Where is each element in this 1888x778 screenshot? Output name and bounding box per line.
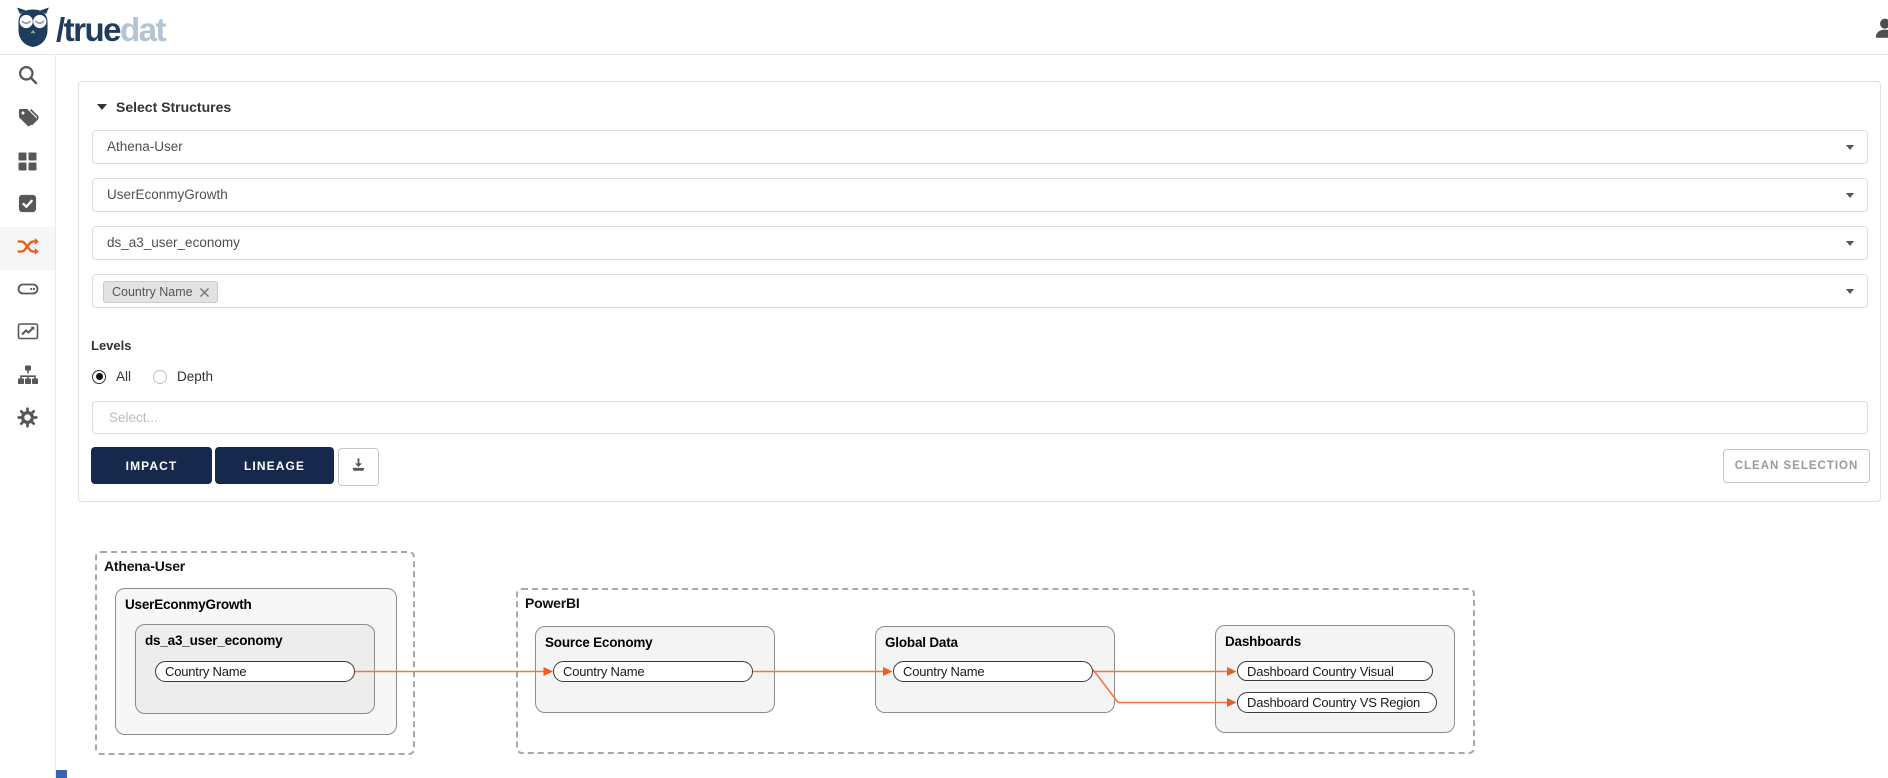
collapse-caret-icon — [97, 104, 107, 110]
graph-field-country-name-source[interactable]: Country Name — [553, 661, 753, 682]
app-header: /truedat — [0, 0, 1888, 55]
sidebar-item-search[interactable] — [0, 56, 55, 99]
graph-node-usereconmygrowth-label: UserEconmyGrowth — [125, 597, 252, 612]
graph-system-athena-user-label: Athena-User — [104, 558, 186, 574]
sidebar-item-settings[interactable] — [0, 398, 55, 441]
lineage-button[interactable]: LINEAGE — [215, 447, 334, 484]
sidebar-item-data-sources[interactable] — [0, 270, 55, 313]
sidebar-item-tags[interactable] — [0, 99, 55, 142]
system-select-value: Athena-User — [107, 139, 183, 154]
system-select[interactable]: Athena-User — [92, 130, 1868, 164]
field-multiselect[interactable]: Country Name — [92, 274, 1868, 308]
chart-line-icon — [17, 320, 39, 347]
chevron-down-icon — [1846, 241, 1854, 246]
chevron-down-icon — [1846, 145, 1854, 150]
graph-field-dashboard-country-vs-region[interactable]: Dashboard Country VS Region — [1237, 692, 1437, 713]
graph-field-dashboard-country-visual[interactable]: Dashboard Country Visual — [1237, 661, 1433, 681]
radio-depth[interactable] — [153, 369, 168, 384]
sidebar-item-structures[interactable] — [0, 356, 55, 399]
radio-all-label[interactable]: All — [116, 369, 132, 384]
structure-select[interactable]: ds_a3_user_economy — [92, 226, 1868, 260]
structure-select-value: ds_a3_user_economy — [107, 235, 240, 250]
field-label: Country Name — [165, 664, 247, 679]
graph-node-source-economy-label: Source Economy — [545, 635, 653, 650]
download-icon — [350, 456, 367, 478]
chevron-down-icon — [1846, 193, 1854, 198]
group-select[interactable]: UserEconmyGrowth — [92, 178, 1868, 212]
depth-select — [92, 401, 1868, 434]
graph-node-ds-a3-user-economy-label: ds_a3_user_economy — [145, 633, 283, 648]
graph-system-powerbi-label: PowerBI — [525, 595, 580, 611]
field-label: Country Name — [563, 664, 645, 679]
shuffle-icon — [16, 235, 39, 263]
levels-label: Levels — [91, 338, 132, 353]
user-avatar-icon[interactable] — [1872, 15, 1888, 46]
truedat-logo[interactable]: /truedat — [13, 6, 167, 53]
field-label: Country Name — [903, 664, 985, 679]
sidebar-item-quality[interactable] — [0, 312, 55, 355]
gear-icon — [17, 406, 38, 433]
download-button[interactable] — [338, 448, 379, 486]
sidebar-item-lineage[interactable] — [0, 227, 55, 270]
field-label: Dashboard Country VS Region — [1247, 695, 1421, 710]
drive-icon — [17, 278, 39, 305]
sidebar-item-dashboards[interactable] — [0, 142, 55, 185]
clean-selection-button[interactable]: CLEAN SELECTION — [1723, 449, 1870, 483]
radio-depth-label[interactable]: Depth — [177, 369, 214, 384]
levels-radio-group: All Depth — [92, 369, 213, 384]
sitemap-icon — [17, 364, 39, 391]
chevron-down-icon — [1846, 289, 1854, 294]
tag-label: Country Name — [112, 285, 193, 299]
field-label: Dashboard Country Visual — [1247, 663, 1394, 679]
depth-select-input[interactable] — [107, 402, 1797, 433]
sidebar-item-tasks[interactable] — [0, 184, 55, 227]
selected-field-tag: Country Name — [103, 281, 218, 303]
grid-icon — [17, 151, 38, 177]
impact-button[interactable]: IMPACT — [91, 447, 212, 484]
panel-heading-toggle[interactable]: Select Structures — [97, 99, 231, 115]
graph-field-country-name-global[interactable]: Country Name — [893, 661, 1093, 682]
graph-node-dashboards-label: Dashboards — [1225, 634, 1302, 649]
radio-all[interactable] — [92, 369, 106, 384]
remove-tag-icon[interactable] — [199, 287, 209, 297]
sidebar-nav — [0, 55, 56, 778]
logo-wordmark: /truedat — [56, 10, 167, 48]
search-icon — [17, 64, 39, 91]
graph-node-global-data-label: Global Data — [885, 635, 958, 650]
tags-icon — [17, 107, 39, 134]
graph-field-country-name-athena[interactable]: Country Name — [155, 661, 355, 682]
group-select-value: UserEconmyGrowth — [107, 187, 228, 202]
owl-logo-icon — [13, 6, 53, 53]
scroll-corner-decor — [56, 770, 67, 778]
panel-title: Select Structures — [116, 99, 232, 115]
check-square-icon — [17, 193, 38, 219]
